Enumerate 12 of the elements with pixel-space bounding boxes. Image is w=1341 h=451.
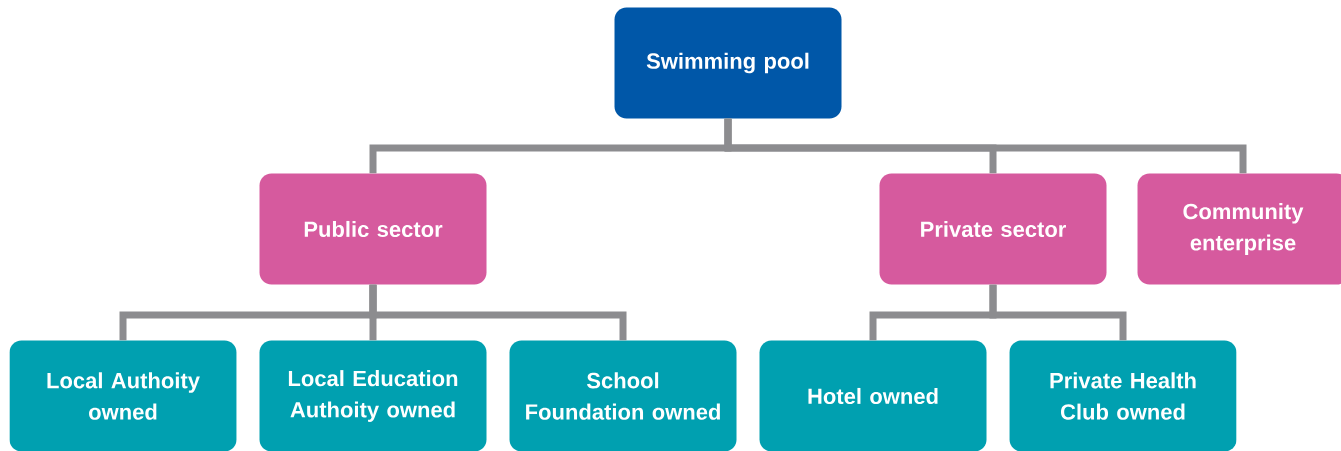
category-box: Community enterprise bbox=[1137, 173, 1341, 285]
category-box: School Foundation owned bbox=[509, 340, 737, 451]
category-box: Public sector bbox=[259, 173, 487, 285]
title-box: Swimming pool bbox=[614, 7, 842, 119]
connector-line bbox=[989, 284, 1127, 341]
category-box: Local Authoity owned bbox=[9, 340, 237, 451]
connector-line bbox=[369, 284, 627, 341]
category-box: Hotel owned bbox=[759, 340, 987, 451]
category-box: Private sector bbox=[879, 173, 1107, 285]
category-box: Private Health Club owned bbox=[1009, 340, 1237, 451]
connector-line bbox=[724, 118, 1247, 174]
category-box: Local Education Authoity owned bbox=[259, 340, 487, 451]
